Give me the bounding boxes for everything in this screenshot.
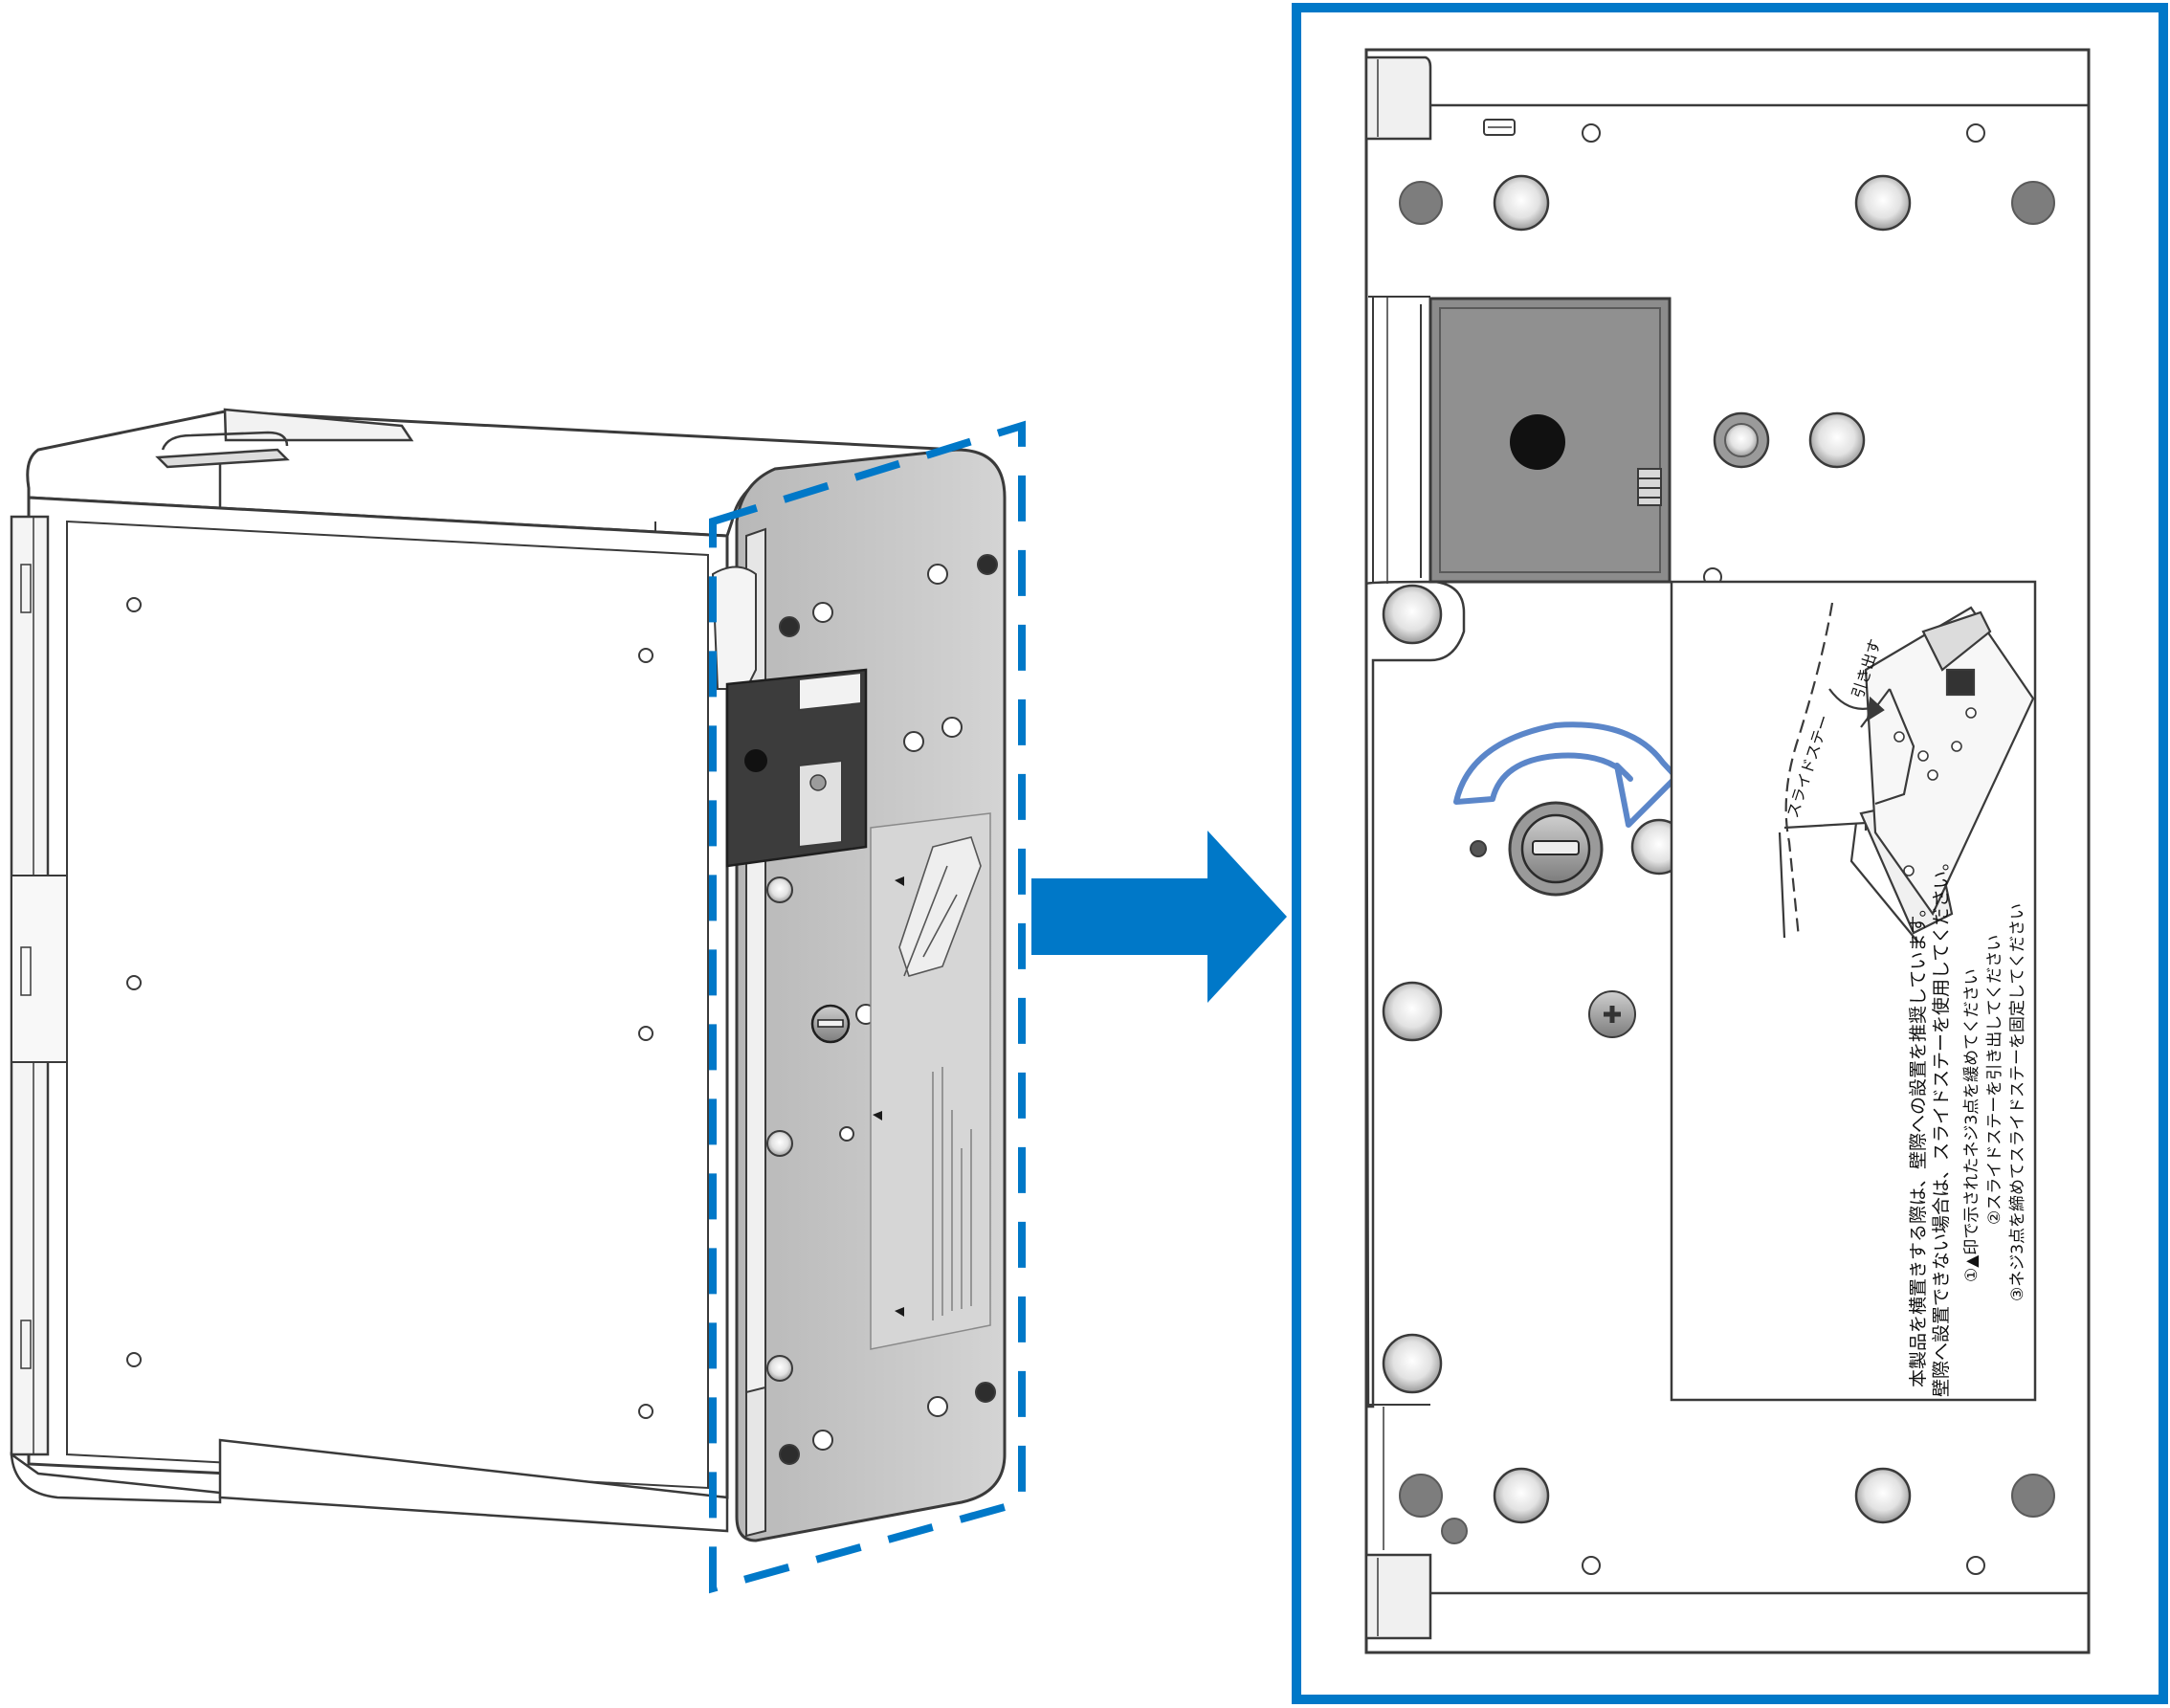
unit-top-handle	[155, 448, 290, 469]
instruction-step3: ③ネジ3点を締めてスライドステーを固定してください	[2008, 902, 2027, 1301]
detail-bosses	[1382, 174, 1912, 1524]
label-sketch-holes	[1893, 707, 1977, 876]
instruction-note-line1: 本製品を横置きする際は、壁際への設置を推奨しています。	[1908, 898, 1929, 1387]
curved-arrow-icon	[1453, 721, 1679, 828]
instruction-step2: ②スライドステーを引き出してください	[1985, 934, 2004, 1225]
lock-dial	[1508, 801, 1604, 897]
unit-front-face	[27, 496, 729, 1499]
detail-dark-boss	[1713, 411, 1770, 469]
detail-panel	[1364, 48, 2091, 1654]
isometric-unit	[10, 408, 1007, 1542]
side-face-holes	[779, 554, 998, 1465]
side-lock-dial	[810, 1004, 851, 1044]
front-face-holes	[126, 597, 653, 1419]
side-label-text	[932, 1067, 972, 1320]
detail-mount-holes	[1399, 181, 2055, 1544]
label-sketch	[1778, 602, 2035, 943]
right-arrow-icon	[1031, 831, 1287, 1003]
instruction-step1: ①▲印で示されたネジ3点を緩めてください	[1962, 968, 1982, 1282]
instruction-note-line2: 壁際へ設置できない場合は、スライドステーを使用してください。	[1931, 853, 1952, 1397]
recess-latch	[1637, 468, 1662, 506]
side-label-sketch	[898, 836, 982, 977]
side-face-bosses	[766, 876, 793, 1382]
